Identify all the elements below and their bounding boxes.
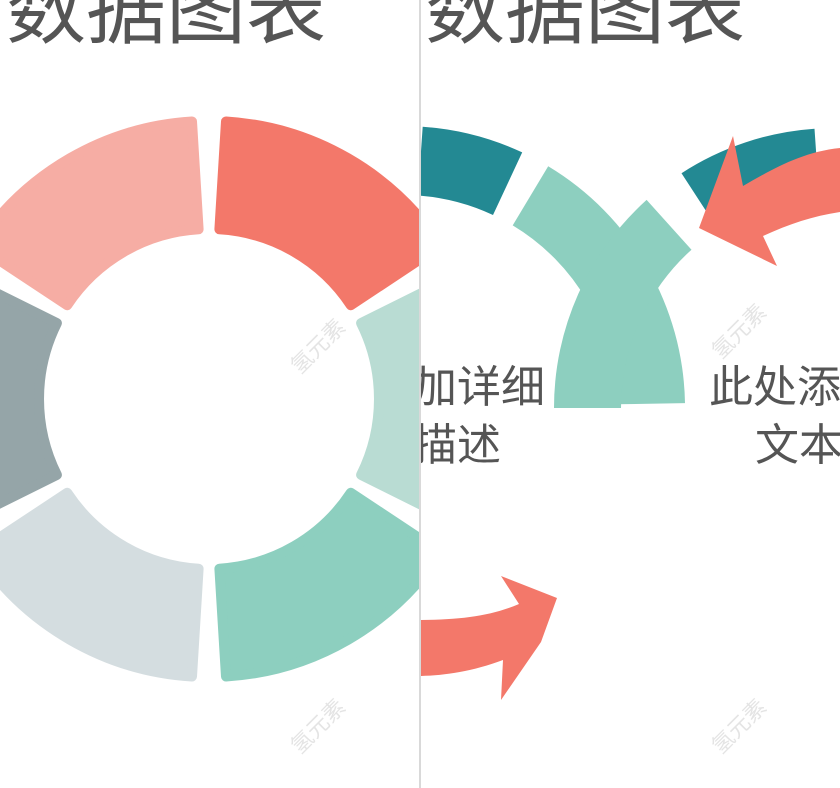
- curve-segment: [554, 199, 692, 408]
- left-slide: 数据图表 氢元素 氢元素: [0, 0, 419, 788]
- watermark: 氢元素: [287, 695, 351, 759]
- slide-title: 数据图表: [6, 0, 326, 56]
- ring-segment: [0, 487, 204, 682]
- slide-divider: [419, 0, 421, 788]
- cycle-ring-diagram: 氢元素 氢元素: [0, 116, 419, 759]
- description-text-line1: 加详细: [421, 362, 545, 413]
- s-curve-diagram: 氢元素 氢元素: [421, 126, 840, 759]
- description-text-line2: 文本: [755, 420, 840, 471]
- ring-segment: [0, 289, 62, 509]
- curve-segment: [421, 126, 523, 215]
- arrow-left-icon: [699, 136, 840, 266]
- ring-segment: [214, 487, 419, 682]
- ring-segment: [0, 116, 204, 311]
- arrow-right-icon: [421, 576, 557, 700]
- slide-title: 数据图表: [425, 0, 745, 56]
- ring-segment: [214, 116, 419, 311]
- watermark: 氢元素: [708, 300, 772, 364]
- ring-segment: [356, 288, 419, 510]
- description-text-line2: 描述: [421, 420, 501, 471]
- watermark: 氢元素: [708, 695, 772, 759]
- description-text-line1: 此处添: [709, 362, 840, 413]
- right-slide: 数据图表 氢元素 氢元素 加详细 描述 此处添 文本: [421, 0, 840, 788]
- watermark: 氢元素: [287, 315, 351, 379]
